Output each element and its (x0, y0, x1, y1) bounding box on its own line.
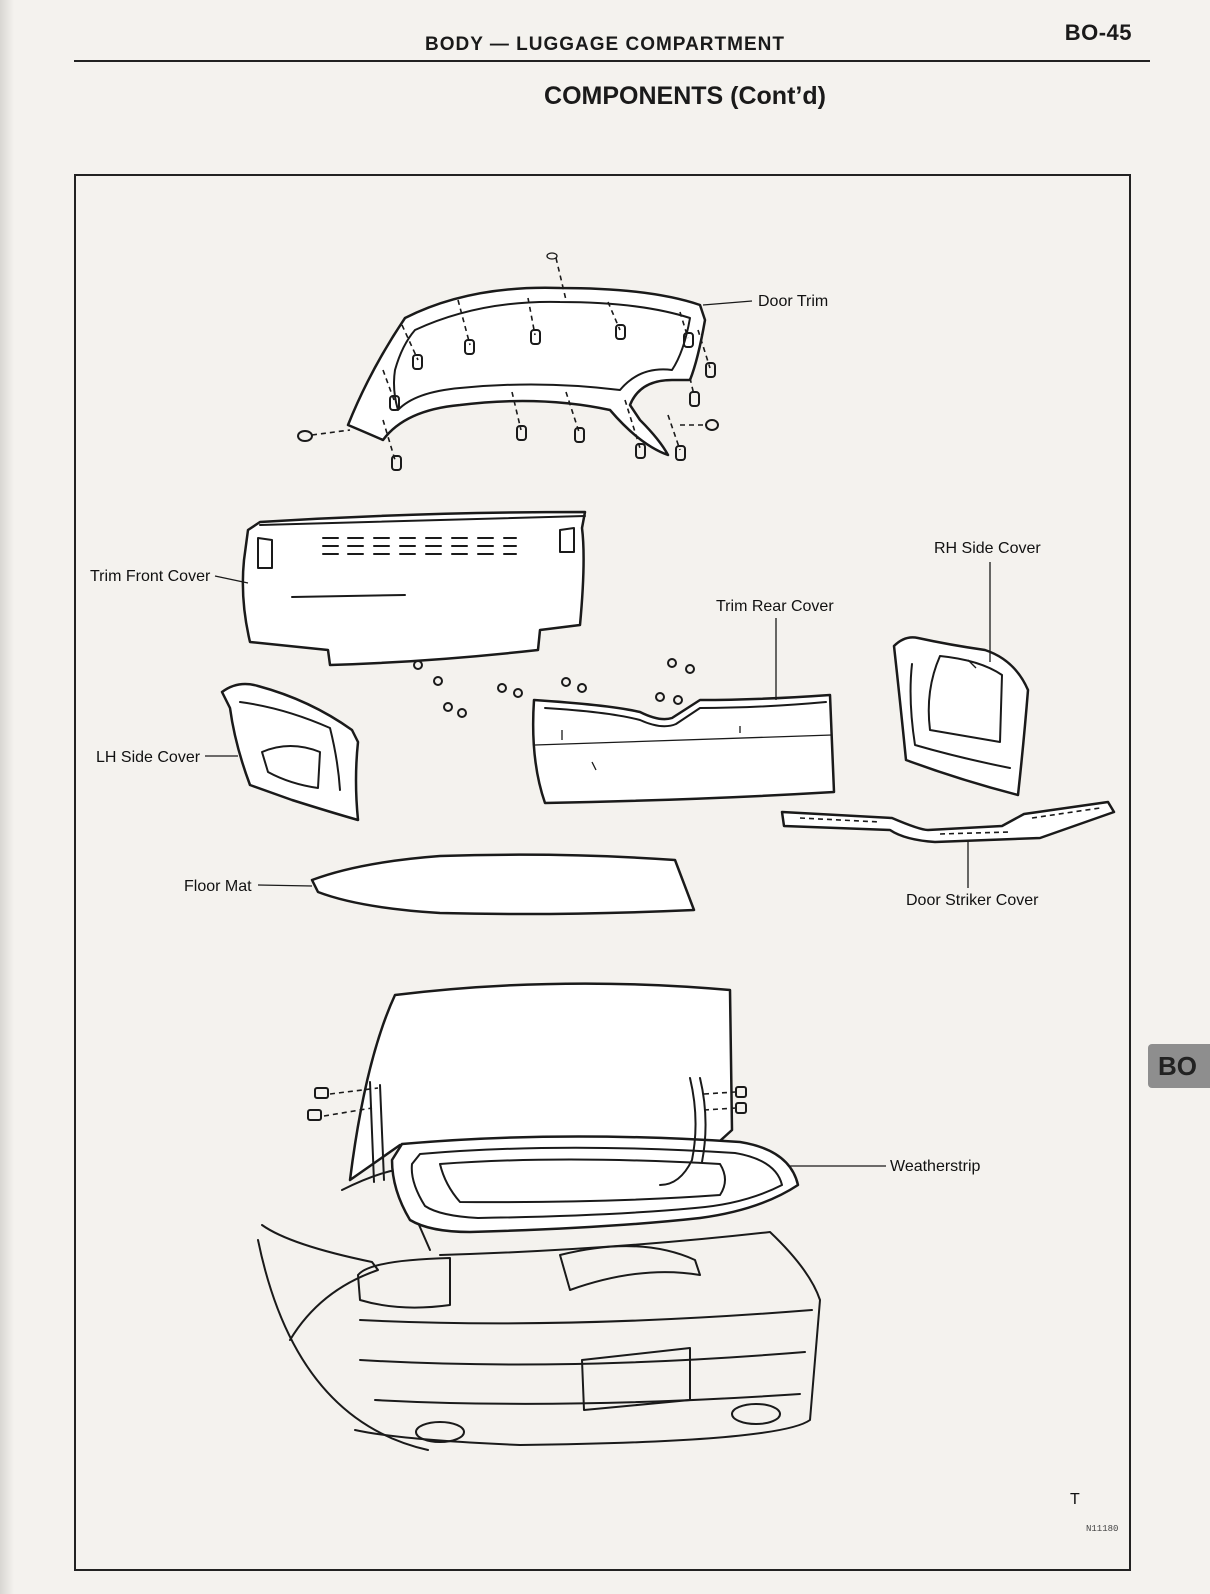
floor-mat-part (257, 853, 696, 916)
label-door-striker-cover: Door Striker Cover (906, 892, 1039, 909)
rh-side-cover-part (892, 562, 1030, 797)
label-weatherstrip: Weatherstrip (890, 1158, 981, 1175)
figure-code: N11180 (1086, 1524, 1118, 1534)
trim-rear-cover-part (531, 618, 836, 805)
door-trim-clips (297, 297, 719, 471)
section-title: COMPONENTS (Cont’d) (544, 82, 826, 110)
label-door-trim: Door Trim (758, 293, 828, 310)
binding-shadow (0, 0, 14, 1594)
loose-clips (413, 658, 695, 718)
header-rule (74, 60, 1150, 62)
label-rh-side-cover: RH Side Cover (934, 540, 1041, 557)
door-striker-cover-part (780, 800, 1116, 888)
door-trim-part (297, 252, 753, 471)
label-trim-rear-cover: Trim Rear Cover (716, 598, 834, 615)
page-number: BO-45 (1064, 20, 1132, 45)
lh-side-cover-part (205, 682, 360, 822)
label-trim-front-cover: Trim Front Cover (90, 568, 211, 585)
trim-front-cover-vents (322, 537, 517, 555)
label-floor-mat: Floor Mat (184, 878, 252, 895)
running-header: BODY — LUGGAGE COMPARTMENT (425, 34, 785, 55)
corner-mark: T (1070, 1491, 1080, 1508)
diagram-frame (74, 174, 1131, 1571)
vehicle-rear-view (257, 982, 886, 1451)
trim-front-cover-part (214, 510, 587, 667)
label-lh-side-cover: LH Side Cover (96, 749, 201, 766)
section-tab: BO (1148, 1044, 1210, 1088)
